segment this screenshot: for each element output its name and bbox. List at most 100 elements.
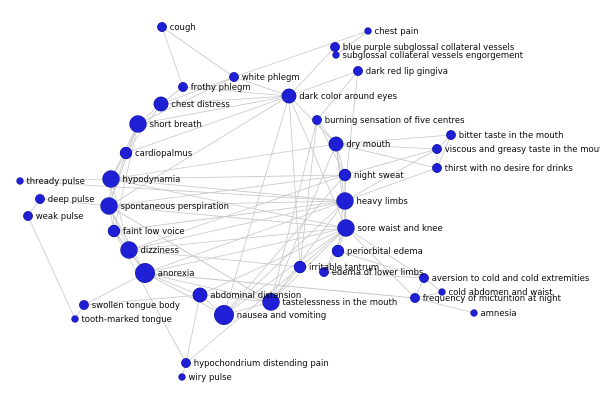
edge-abdominal-tastelessness — [199, 294, 272, 303]
edge-spontaneous-anorexia — [108, 205, 146, 274]
edge-short_breath-spontaneous — [108, 123, 139, 207]
edge-short_breath-faint_voice — [113, 123, 139, 232]
edge-nausea-heavy_limbs — [223, 200, 346, 316]
edge-white_phlegm-short_breath — [137, 76, 235, 125]
node-dizziness[interactable] — [120, 241, 138, 259]
node-label-tooth_marked: tooth-marked tongue — [81, 315, 171, 325]
node-wiry_pulse[interactable] — [178, 373, 186, 381]
node-periorbital[interactable] — [331, 244, 345, 258]
edge-spontaneous-night_sweat — [108, 174, 346, 207]
node-dark_color_eyes[interactable] — [281, 88, 297, 104]
edge-viscous_taste-night_sweat — [344, 148, 438, 176]
node-swollen_tongue[interactable] — [79, 300, 89, 310]
node-label-deep_pulse: deep pulse — [48, 195, 95, 205]
node-blue_purple[interactable] — [330, 42, 340, 52]
edge-white_phlegm-chest_distress — [160, 76, 235, 105]
node-deep_pulse[interactable] — [35, 194, 45, 204]
node-weak_pulse[interactable] — [23, 211, 33, 221]
edge-frequency-amnesia — [414, 297, 475, 314]
node-hypochondrium[interactable] — [181, 358, 191, 368]
edge-anorexia-sore_waist — [144, 227, 347, 274]
edge-tastelessness-burning — [270, 119, 318, 303]
node-label-periorbital: periorbital edema — [347, 247, 423, 257]
node-dark_red_lip[interactable] — [353, 66, 363, 76]
node-dry_mouth[interactable] — [328, 136, 344, 152]
edge-dry_mouth-bitter_taste — [335, 134, 452, 145]
node-spontaneous[interactable] — [100, 197, 118, 215]
node-label-short_breath: short breath — [149, 120, 201, 130]
node-nausea[interactable] — [214, 305, 234, 325]
edge-swollen_tongue-abdominal — [83, 294, 201, 306]
node-anorexia[interactable] — [135, 263, 155, 283]
edge-dark_red_lip-dark_color_eyes — [288, 70, 359, 97]
node-hypodynamia[interactable] — [102, 170, 120, 188]
node-amnesia[interactable] — [470, 309, 478, 317]
node-white_phlegm[interactable] — [229, 72, 239, 82]
edge-white_phlegm-chest_pain — [233, 30, 369, 78]
node-label-wiry_pulse: wiry pulse — [188, 373, 231, 383]
node-label-frequency: frequency of micturition at night — [423, 294, 562, 304]
edge-sore_waist-frequency — [345, 227, 416, 299]
node-thready_pulse[interactable] — [16, 177, 24, 185]
node-label-aversion_cold: aversion to cold and cold extremities — [432, 274, 590, 284]
node-heavy_limbs[interactable] — [336, 192, 354, 210]
edge-hypodynamia-night_sweat — [110, 174, 346, 180]
node-label-faint_voice: faint low voice — [123, 227, 185, 237]
edge-blue_purple-dark_color_eyes — [288, 46, 336, 97]
node-label-dark_color_eyes: dark color around eyes — [299, 92, 397, 102]
edge-dark_color_eyes-sore_waist — [288, 95, 347, 229]
edge-tastelessness-sore_waist — [270, 227, 347, 303]
node-cough[interactable] — [157, 22, 167, 32]
node-bitter_taste[interactable] — [446, 130, 456, 140]
node-short_breath[interactable] — [129, 115, 147, 133]
node-thirst[interactable] — [432, 163, 442, 173]
edge-hypodynamia-dry_mouth — [110, 143, 337, 180]
node-subglossal[interactable] — [332, 51, 340, 59]
edge-spontaneous-sore_waist — [108, 205, 347, 229]
node-chest_pain[interactable] — [364, 27, 372, 35]
node-label-chest_distress: chest distress — [171, 100, 230, 110]
edge-dry_mouth-thirst — [335, 143, 438, 169]
node-viscous_taste[interactable] — [432, 144, 442, 154]
node-label-night_sweat: night sweat — [354, 171, 404, 181]
edge-heavy_limbs-thirst — [344, 167, 438, 202]
node-faint_voice[interactable] — [107, 224, 121, 238]
node-label-chest_pain: chest pain — [374, 27, 418, 37]
node-cold_abdomen[interactable] — [438, 288, 446, 296]
node-tooth_marked[interactable] — [71, 315, 79, 323]
node-label-bitter_taste: bitter taste in the mouth — [459, 131, 564, 141]
node-sore_waist[interactable] — [337, 219, 355, 237]
node-chest_distress[interactable] — [153, 96, 169, 112]
edge-tastelessness-spontaneous — [108, 205, 272, 303]
edge-dizziness-irritable — [128, 249, 301, 268]
node-frothy_phlegm[interactable] — [178, 82, 188, 92]
node-abdominal[interactable] — [192, 287, 208, 303]
edge-heavy_limbs-viscous_taste — [344, 148, 438, 202]
edge-cough-frothy_phlegm — [161, 26, 184, 88]
node-label-subglossal: subglossal collateral vessels engorgemen… — [342, 51, 523, 61]
node-label-frothy_phlegm: frothy phlegm — [191, 83, 251, 93]
node-edema_lower[interactable] — [319, 267, 329, 277]
node-irritable[interactable] — [293, 260, 307, 274]
node-label-thirst: thirst with no desire for drinks — [445, 164, 574, 174]
edge-spontaneous-heavy_limbs — [108, 200, 346, 207]
edge-chest_distress-dark_color_eyes — [160, 95, 290, 105]
node-burning[interactable] — [312, 115, 322, 125]
node-tastelessness[interactable] — [262, 293, 280, 311]
node-cardiopalmus[interactable] — [119, 146, 133, 160]
node-label-anorexia: anorexia — [158, 269, 195, 279]
node-label-dry_mouth: dry mouth — [346, 140, 390, 150]
edge-cough-white_phlegm — [161, 26, 235, 78]
node-aversion_cold[interactable] — [419, 273, 429, 283]
node-label-blue_purple: blue purple subglossal collateral vessel… — [343, 43, 515, 53]
edge-dark_red_lip-burning — [316, 70, 359, 121]
node-label-tastelessness: tastelessness in the mouth — [282, 298, 397, 308]
node-label-dizziness: dizziness — [140, 246, 179, 256]
edge-dry_mouth-viscous_taste — [335, 143, 438, 150]
edge-periorbital-aversion_cold — [337, 250, 425, 279]
edge-anorexia-tastelessness — [144, 272, 272, 303]
node-frequency[interactable] — [410, 293, 420, 303]
node-night_sweat[interactable] — [338, 168, 352, 182]
